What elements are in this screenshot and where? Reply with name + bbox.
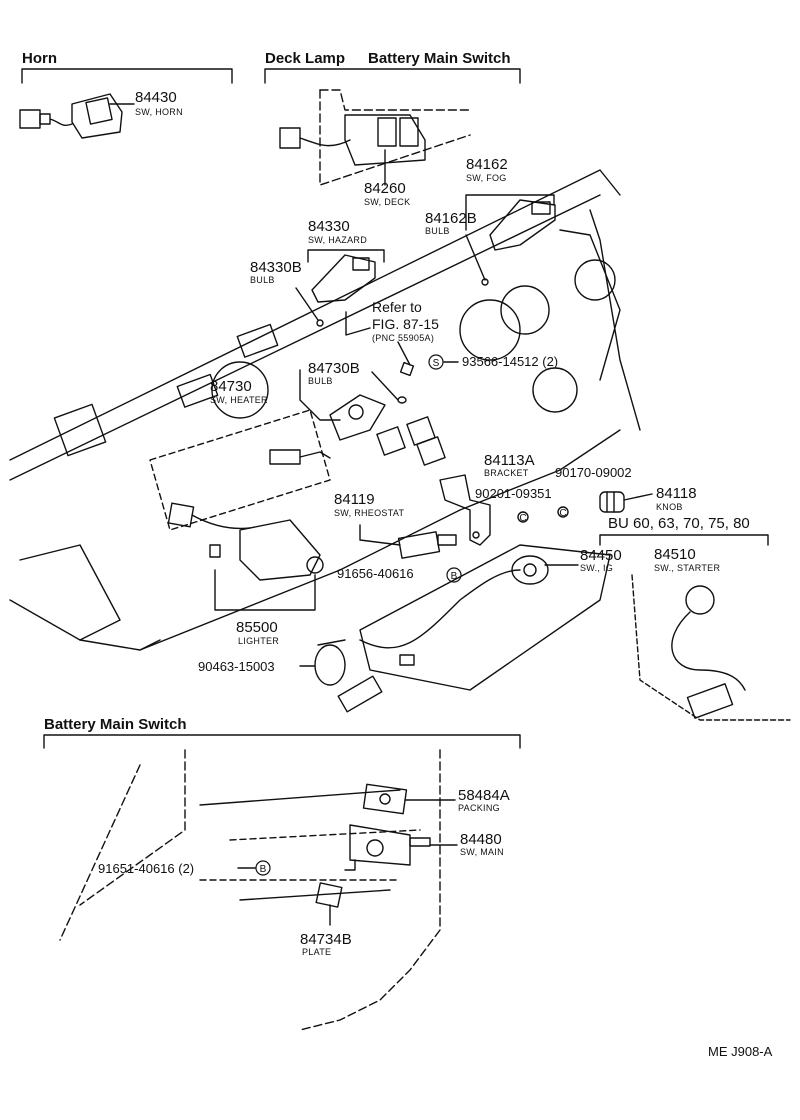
part-84510-desc: SW., STARTER [654, 563, 721, 573]
section-battery-main-switch-top: Battery Main Switch [368, 50, 511, 67]
plate [315, 882, 343, 908]
ref-90170: 90170-09002 [555, 465, 632, 480]
part-84113A-desc: BRACKET [484, 468, 529, 478]
ref-91651: 91651-40616 (2) [98, 861, 195, 876]
knob [599, 491, 625, 513]
main-switch [344, 824, 431, 871]
leader-84162B [465, 234, 486, 281]
section-horn: Horn [22, 50, 57, 67]
part-84730-number: 84730 [210, 378, 252, 395]
part-84730B-desc: BULB [308, 376, 333, 386]
starter-switch [631, 574, 791, 721]
part-84119-desc: SW, RHEOSTAT [334, 508, 405, 518]
part-58484A-number: 58484A [458, 787, 510, 804]
ref-91656: 91656-40616 [337, 566, 414, 581]
ref-90201: 90201-09351 [475, 486, 552, 501]
part-84162B-number: 84162B [425, 210, 477, 227]
part-84450-number: 84450 [580, 547, 622, 564]
part-84734B-number: 84734B [300, 931, 352, 948]
marker-c-label: C [519, 513, 526, 524]
part-84119-number: 84119 [334, 491, 375, 508]
part-84118-desc: KNOB [656, 502, 683, 512]
marker-b-2-label: B [260, 864, 267, 875]
part-85500-number: 85500 [236, 619, 278, 636]
nut-c [517, 511, 529, 523]
part-84430-number: 84430 [135, 89, 177, 106]
part-84510-number: 84510 [654, 546, 696, 563]
section-models: BU 60, 63, 70, 75, 80 [608, 515, 750, 532]
horn-switch [19, 93, 123, 139]
part-84113A-number: 84113A [484, 452, 535, 469]
deck-lamp-bracket [264, 68, 521, 84]
part-84734B-desc: PLATE [302, 947, 332, 957]
hazard-bulb [316, 319, 324, 327]
fog-switch [465, 194, 556, 251]
models-bracket [599, 534, 769, 546]
refer-part [345, 311, 415, 377]
part-84480-desc: SW, MAIN [460, 847, 504, 857]
part-84480-number: 84480 [460, 831, 502, 848]
marker-c-2-label: C [559, 508, 566, 519]
part-84330B-number: 84330B [250, 259, 302, 276]
part-84118-number: 84118 [656, 485, 697, 502]
heater-switch [269, 369, 386, 465]
refer-to-line2: FIG. 87-15 [372, 316, 439, 332]
dashboard-panel [9, 169, 641, 651]
leader-84118 [623, 493, 653, 501]
section-deck-lamp: Deck Lamp [265, 50, 346, 67]
marker-b-label: B [451, 571, 458, 582]
part-84260-desc: SW, DECK [364, 197, 411, 207]
refer-to-line1: Refer to [372, 299, 422, 315]
marker-b-2 [255, 860, 271, 876]
part-84162B-desc: BULB [425, 226, 450, 236]
part-58484A-desc: PACKING [458, 803, 500, 813]
leader-84730B [371, 371, 399, 401]
battery-switch-bracket [43, 734, 521, 749]
part-84162-number: 84162 [466, 156, 508, 173]
part-84260-number: 84260 [364, 180, 406, 197]
marker-b [446, 567, 462, 583]
packing [362, 783, 408, 815]
part-84162-desc: SW, FOG [466, 173, 507, 183]
leader-84330B [295, 287, 319, 321]
section-battery-main-switch-bottom: Battery Main Switch [44, 716, 187, 733]
figure-code: ME J908-A [708, 1044, 773, 1059]
hazard-switch [307, 249, 385, 303]
ref-90463: 90463-15003 [198, 659, 275, 674]
part-84330-desc: SW, HAZARD [308, 235, 368, 245]
nut-c-2 [557, 506, 569, 518]
leader-refer [397, 341, 411, 366]
part-84330B-desc: BULB [250, 275, 275, 285]
part-85500-desc: LIGHTER [238, 636, 280, 646]
marker-s-label: S [433, 358, 440, 369]
bracket-assembly [439, 474, 491, 546]
part-84730-desc: SW, HEATER [210, 395, 268, 405]
part-84730B-number: 84730B [308, 360, 360, 377]
marker-s [428, 354, 444, 370]
hose-clamp [314, 639, 346, 686]
deck-switch-assembly [279, 89, 471, 186]
battery-main-panel [59, 749, 441, 1031]
fog-bulb [481, 278, 489, 286]
horn-bracket [21, 68, 233, 84]
rheostat-switch [359, 524, 457, 559]
ref-93566: 93566-14512 (2) [462, 354, 559, 369]
ignition-switch [337, 544, 611, 713]
part-84430-desc: SW, HORN [135, 107, 183, 117]
part-84450-desc: SW., IG [580, 563, 614, 573]
heater-bulb [397, 396, 407, 404]
refer-to-line3: (PNC 55905A) [372, 333, 435, 343]
part-84330-number: 84330 [308, 218, 350, 235]
cigarette-lighter [167, 502, 324, 611]
